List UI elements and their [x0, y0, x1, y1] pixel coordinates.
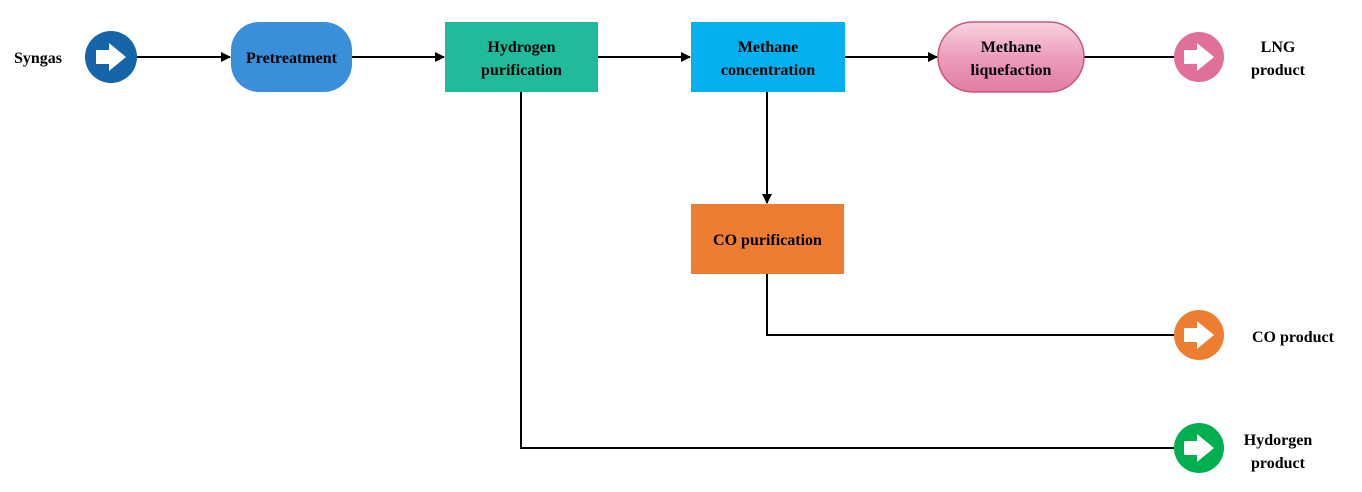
hydrogen-product-icon [1174, 423, 1224, 473]
syngas-icon [85, 31, 137, 83]
co-purification-node: CO purification [691, 204, 844, 274]
methane-liquefaction-label-line2: liquefaction [971, 62, 1052, 79]
methane-concentration-node: Methane concentration [691, 22, 845, 92]
lng-product-icon [1174, 32, 1224, 82]
hydrogen-purification-label-line2: purification [481, 62, 562, 79]
lng-product-label-line2: product [1251, 62, 1306, 79]
pretreatment-label: Pretreatment [246, 50, 338, 67]
methane-liquefaction-node: Methane liquefaction [937, 21, 1085, 93]
hydrogen-purification-label-line1: Hydrogen [487, 39, 555, 56]
pretreatment-node: Pretreatment [231, 22, 352, 92]
co-product-label: CO product [1252, 329, 1335, 346]
edge-hydrogen-hydrogenproduct [520, 92, 1174, 449]
hydrogen-product-label-line2: product [1251, 455, 1306, 472]
hydrogen-purification-node: Hydrogen purification [445, 22, 598, 92]
co-purification-label: CO purification [713, 232, 822, 249]
methane-concentration-label-line2: concentration [721, 62, 815, 79]
hydrogen-product-label-line1: Hydorgen [1244, 432, 1313, 449]
co-product-icon [1174, 310, 1224, 360]
lng-product-label-line1: LNG [1261, 39, 1296, 56]
edge-co-coproduct [766, 274, 1174, 336]
syngas-label: Syngas [14, 50, 62, 67]
methane-liquefaction-label-line1: Methane [981, 39, 1041, 56]
methane-concentration-label-line1: Methane [738, 39, 798, 56]
